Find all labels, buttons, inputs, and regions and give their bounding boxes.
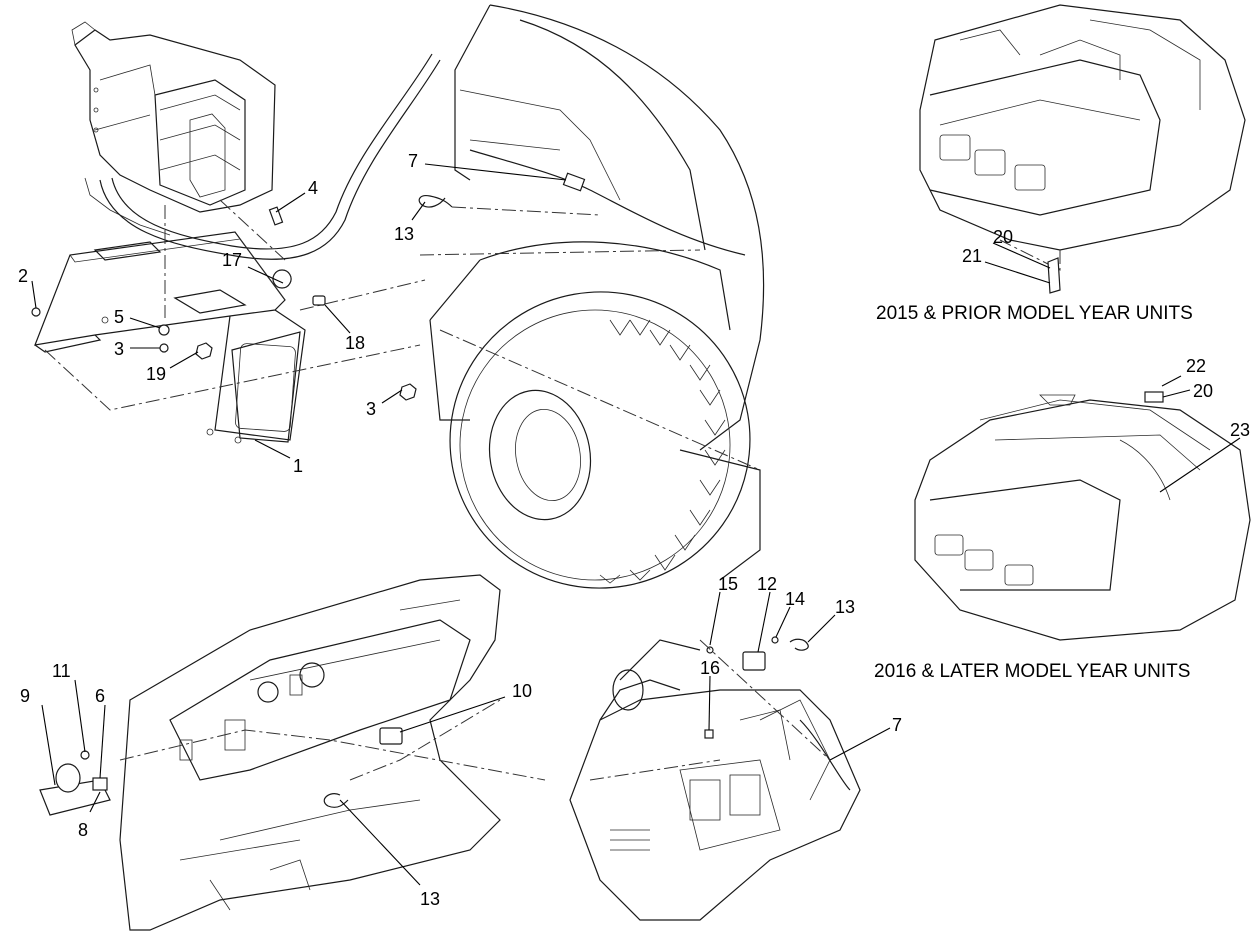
leader-lines xyxy=(31,163,1241,886)
vent-hose xyxy=(99,59,441,260)
callout-22: 22 xyxy=(1186,356,1206,376)
callout-7-upper: 7 xyxy=(408,151,418,171)
callout-13-dash: 13 xyxy=(420,889,440,909)
callout-20-later: 20 xyxy=(1193,381,1213,401)
callout-14: 14 xyxy=(785,589,805,609)
callout-10: 10 xyxy=(512,681,532,701)
canister-assembly xyxy=(71,21,276,236)
callout-9: 9 xyxy=(20,686,30,706)
callout-3-bracket: 3 xyxy=(114,339,124,359)
callout-21: 21 xyxy=(962,246,982,266)
callout-labels: 4 2 17 5 3 19 18 1 3 7 13 20 21 2015 & P… xyxy=(18,151,1250,909)
wire-harness-upper xyxy=(469,149,746,256)
callout-5: 5 xyxy=(114,307,124,327)
rear-wheel-assembly xyxy=(419,4,765,589)
callout-20-prior: 20 xyxy=(993,227,1013,247)
unit-2015-prior xyxy=(919,4,1246,294)
dash-panel-assembly xyxy=(39,574,546,931)
cable-tie-upper xyxy=(418,195,453,208)
callout-13-box: 13 xyxy=(835,597,855,617)
callout-18: 18 xyxy=(345,333,365,353)
callout-7-box: 7 xyxy=(892,715,902,735)
callout-16: 16 xyxy=(700,658,720,678)
callout-3-fender: 3 xyxy=(366,399,376,419)
mounting-bracket xyxy=(34,231,306,444)
control-box-assembly xyxy=(569,636,861,921)
caption-2016-later: 2016 & LATER MODEL YEAR UNITS xyxy=(874,661,1190,682)
callout-15: 15 xyxy=(718,574,738,594)
caption-2015-prior: 2015 & PRIOR MODEL YEAR UNITS xyxy=(876,303,1193,324)
callout-1: 1 xyxy=(293,456,303,476)
callout-8: 8 xyxy=(78,820,88,840)
unit-2016-later xyxy=(914,391,1251,641)
callout-4: 4 xyxy=(308,178,318,198)
callout-13-upper: 13 xyxy=(394,224,414,244)
callout-11: 11 xyxy=(52,661,71,681)
callout-17: 17 xyxy=(222,250,242,270)
callout-12: 12 xyxy=(757,574,777,594)
callout-23: 23 xyxy=(1230,420,1250,440)
hardware-parts xyxy=(31,206,417,401)
callout-19: 19 xyxy=(146,364,166,384)
callout-2: 2 xyxy=(18,266,28,286)
callout-6: 6 xyxy=(95,686,105,706)
